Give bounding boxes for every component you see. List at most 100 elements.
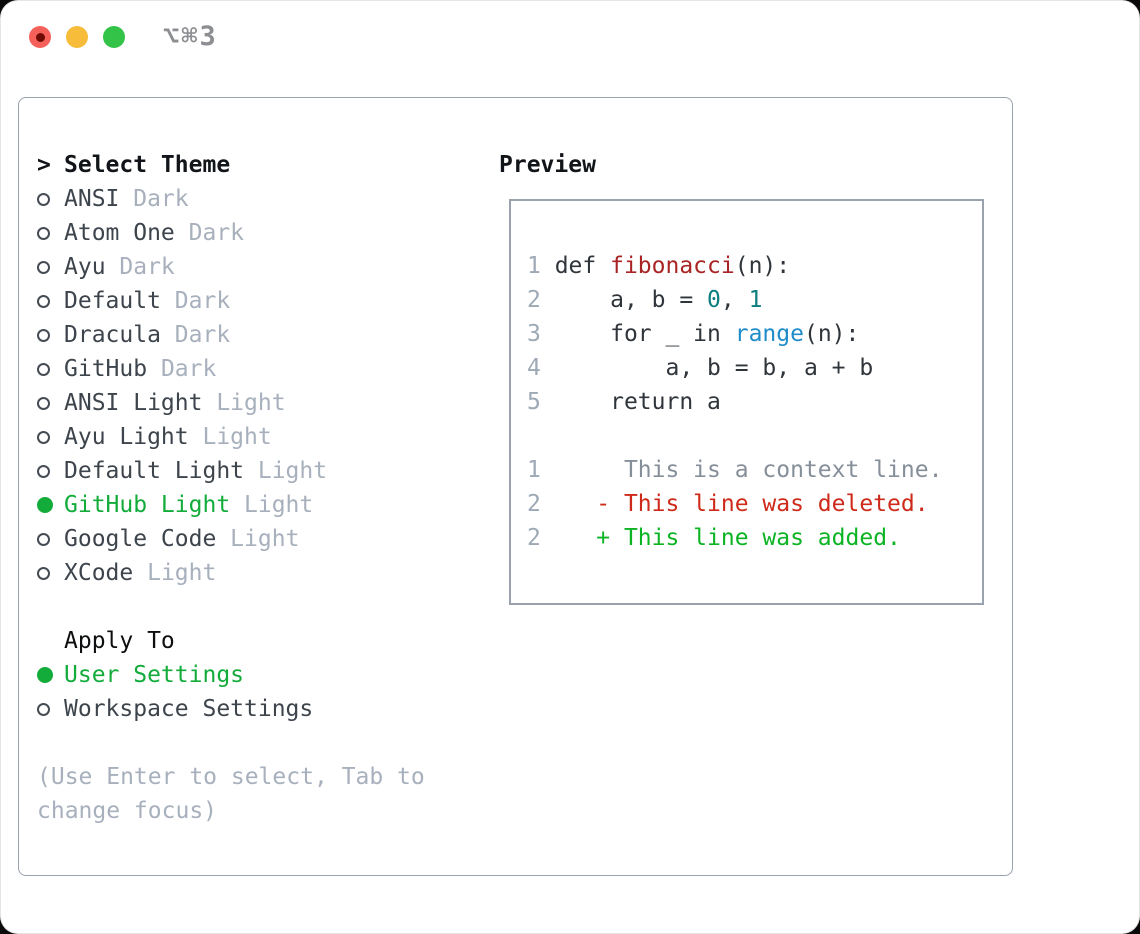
diff-text: This is a context line. — [540, 457, 943, 483]
radio-gutter — [37, 328, 64, 342]
theme-option-google-code[interactable]: Google Code Light — [37, 522, 477, 556]
theme-option-github[interactable]: GitHub Dark — [37, 352, 477, 386]
theme-option-default-light[interactable]: Default Light Light — [37, 454, 477, 488]
radio-gutter — [37, 566, 64, 580]
code-line: 5 return a — [527, 385, 982, 419]
code-token-text: (n): — [803, 321, 860, 347]
theme-name: Default — [64, 288, 161, 314]
code-token-builtin: range — [734, 321, 804, 347]
code-token-text: for _ in — [554, 321, 735, 347]
radio-unselected-icon — [37, 566, 50, 580]
radio-gutter — [37, 464, 64, 478]
radio-gutter — [37, 532, 64, 546]
code-token-text: a, b = b, a + b — [554, 355, 874, 381]
theme-variant: Dark — [105, 254, 175, 280]
maximize-window-button[interactable] — [103, 26, 125, 48]
apply-option-label: User Settings — [64, 662, 245, 688]
minimize-window-button[interactable] — [66, 26, 88, 48]
line-number: 4 — [527, 355, 555, 381]
radio-gutter — [37, 226, 64, 240]
theme-option-ansi-light[interactable]: ANSI Light Light — [37, 386, 477, 420]
code-token-text: return a — [554, 389, 721, 415]
theme-variant: Light — [202, 390, 286, 416]
close-dot-icon — [35, 32, 45, 42]
code-line: 4 a, b = b, a + b — [527, 351, 982, 385]
diff-text: + This line was added. — [540, 525, 901, 551]
radio-selected-icon — [37, 667, 53, 683]
close-window-button[interactable] — [29, 26, 51, 48]
code-line: 3 for _ in range(n): — [527, 317, 982, 351]
code-diff-spacer — [527, 419, 982, 453]
theme-option-atom-one[interactable]: Atom One Dark — [37, 216, 477, 250]
code-token-text: a, b = — [554, 287, 708, 313]
theme-option-ayu-light[interactable]: Ayu Light Light — [37, 420, 477, 454]
line-number: 2 — [527, 287, 555, 313]
apply-option-label: Workspace Settings — [64, 696, 314, 722]
theme-name: XCode — [64, 560, 134, 586]
theme-variant: Dark — [160, 322, 231, 348]
theme-option-ansi[interactable]: ANSI Dark — [37, 182, 477, 216]
apply-to-header: Apply To — [64, 628, 175, 654]
apply-option-user-settings[interactable]: User Settings — [37, 658, 477, 692]
radio-unselected-icon — [37, 702, 50, 716]
apply-option-workspace-settings[interactable]: Workspace Settings — [37, 692, 477, 726]
line-number: 2 — [527, 525, 541, 551]
theme-variant: Dark — [160, 288, 231, 314]
preview-header: Preview — [499, 152, 596, 178]
radio-unselected-icon — [37, 464, 50, 478]
code-line: 1 def fibonacci(n): — [527, 249, 982, 283]
theme-name: GitHub — [64, 356, 148, 382]
window-titlebar: ⌥⌘3 — [0, 0, 1140, 74]
code-token-number: 0 — [707, 287, 721, 313]
prompt-gutter: > — [37, 151, 64, 178]
apply-to-header-row: Apply To — [37, 624, 477, 658]
diff-line-context: 1 This is a context line. — [527, 453, 982, 487]
theme-option-dracula[interactable]: Dracula Dark — [37, 318, 477, 352]
theme-name: Ayu — [64, 254, 106, 280]
line-number: 2 — [527, 491, 541, 517]
window-title: ⌥⌘3 — [163, 21, 218, 52]
theme-name: Google Code — [64, 526, 217, 552]
radio-unselected-icon — [37, 226, 50, 240]
theme-name: GitHub Light — [64, 492, 231, 518]
code-token-text: , — [720, 287, 749, 313]
theme-list-header-row: > Select Theme — [37, 148, 477, 182]
theme-name: Default Light — [64, 458, 245, 484]
theme-name: Ayu Light — [64, 424, 189, 450]
radio-selected-icon — [37, 497, 53, 513]
radio-unselected-icon — [37, 362, 50, 376]
radio-gutter — [37, 294, 64, 308]
theme-option-github-light[interactable]: GitHub Light Light — [37, 488, 477, 522]
theme-option-ayu[interactable]: Ayu Dark — [37, 250, 477, 284]
list-spacer — [37, 726, 477, 760]
code-token-text: (n): — [734, 253, 791, 279]
radio-unselected-icon — [37, 192, 50, 206]
prompt-caret-icon: > — [37, 151, 51, 178]
theme-variant: Light — [188, 424, 272, 450]
radio-gutter — [37, 497, 64, 513]
line-number: 5 — [527, 389, 555, 415]
code-token-text: def — [554, 253, 611, 279]
radio-unselected-icon — [37, 294, 50, 308]
theme-variant: Dark — [147, 356, 217, 382]
hint-line-2: change focus) — [37, 798, 218, 824]
theme-variant: Light — [133, 560, 217, 586]
theme-variant: Light — [216, 526, 300, 552]
theme-option-xcode[interactable]: XCode Light — [37, 556, 477, 590]
line-number: 3 — [527, 321, 555, 347]
radio-unselected-icon — [37, 532, 50, 546]
code-token-func: fibonacci — [610, 253, 735, 279]
theme-variant: Light — [244, 458, 328, 484]
radio-unselected-icon — [37, 430, 50, 444]
radio-gutter — [37, 260, 64, 274]
diff-block: 1 This is a context line.2 - This line w… — [527, 453, 982, 555]
theme-variant: Light — [230, 492, 314, 518]
radio-gutter — [37, 192, 64, 206]
theme-list-header: Select Theme — [64, 152, 231, 178]
theme-option-default[interactable]: Default Dark — [37, 284, 477, 318]
theme-name: ANSI Light — [64, 390, 203, 416]
